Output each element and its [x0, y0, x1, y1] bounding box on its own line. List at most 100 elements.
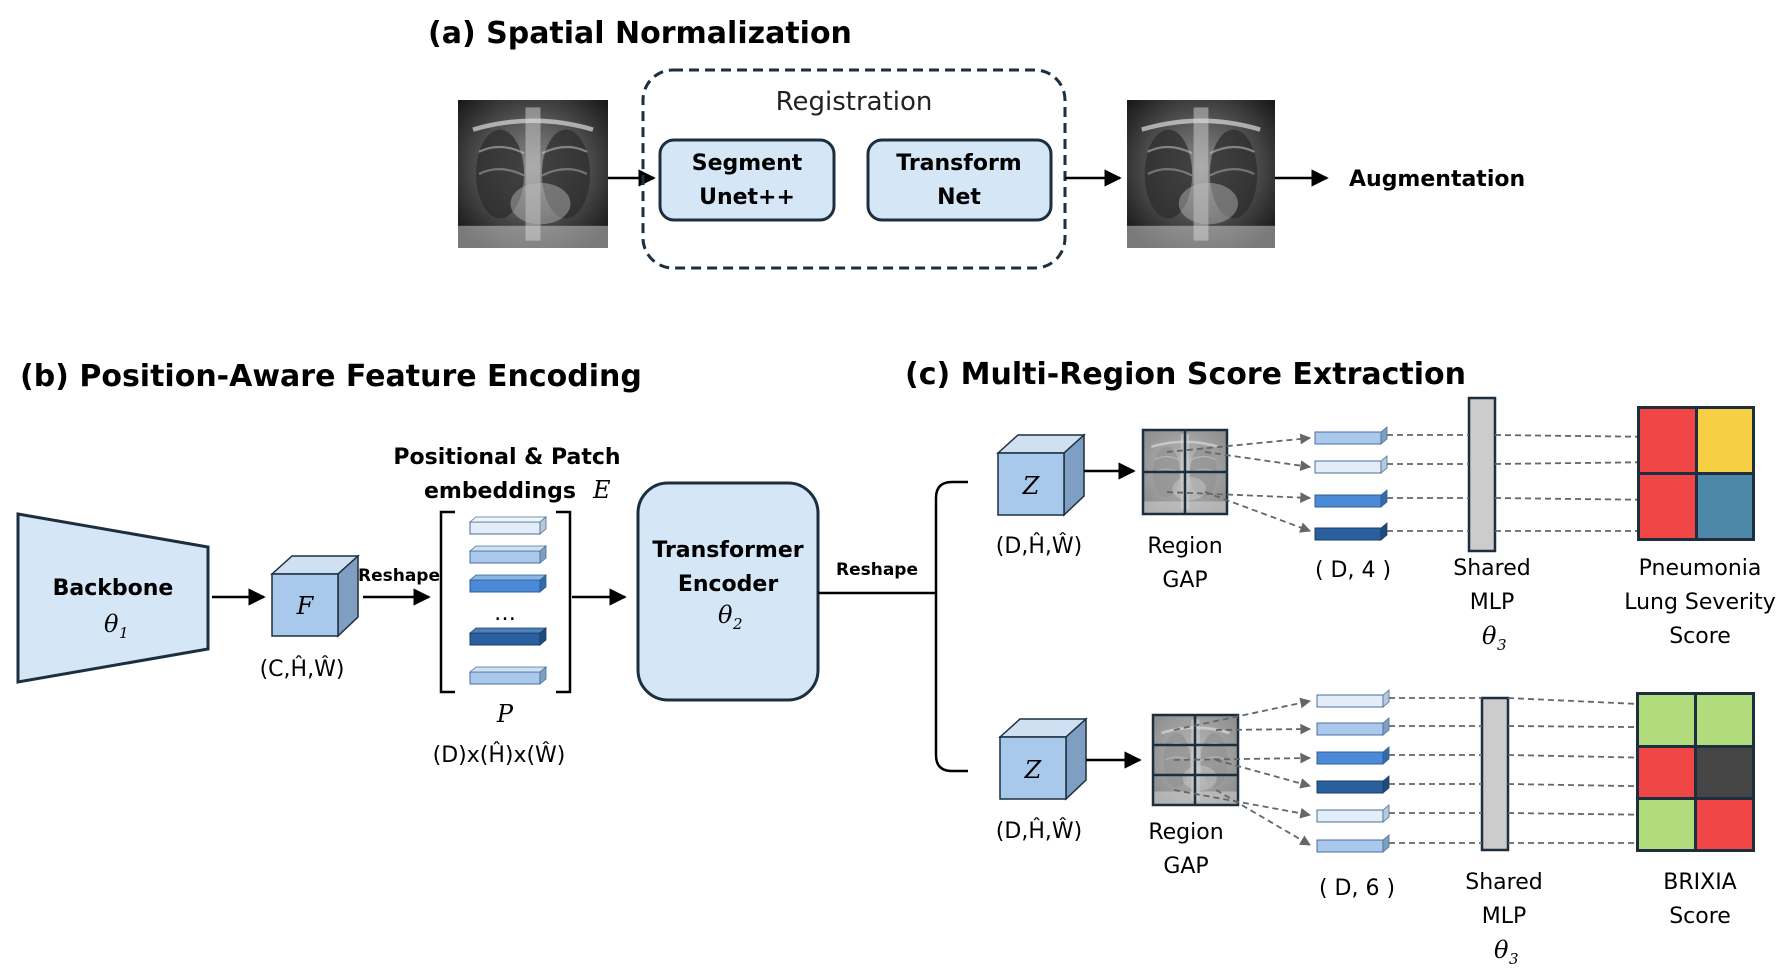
output-xray-image	[1127, 100, 1275, 248]
token-bracket	[439, 510, 572, 694]
section-a: (a) Spatial Normalization Registration S…	[428, 16, 1525, 270]
vector-bottom-1	[1316, 689, 1390, 708]
feature-cube: F	[270, 554, 360, 638]
embeddings-symbol: E	[592, 476, 611, 504]
vector-top-2	[1314, 455, 1388, 474]
token-ellipsis: …	[494, 601, 516, 626]
dims-top: ( D, 4 )	[1315, 558, 1391, 583]
augmentation-label: Augmentation	[1349, 167, 1525, 192]
shared-mlp-bottom	[1480, 696, 1510, 852]
vector-bottom-4	[1316, 775, 1390, 794]
reshape-label-b: Reshape	[358, 566, 440, 586]
score-top-line3: Score	[1669, 624, 1731, 649]
region-gap-top-line2: GAP	[1162, 568, 1207, 593]
token-blue	[468, 574, 548, 593]
brixia-cell-r2c2	[1697, 748, 1752, 797]
z-dims-top: (D,Ĥ,Ŵ)	[996, 533, 1082, 559]
dashed-vectors-to-score-bottom	[1389, 697, 1747, 849]
registration-label: Registration	[776, 87, 933, 117]
vector-bottom-3	[1316, 746, 1390, 765]
theta3-top-symbol: θ	[1482, 622, 1497, 650]
score-cell-bottom-right	[1698, 475, 1752, 538]
theta2-subscript: 2	[732, 615, 743, 633]
z-symbol-bottom: Z	[1024, 756, 1043, 784]
vector-top-3	[1314, 489, 1388, 508]
embeddings-title-line1: Positional & Patch	[393, 445, 620, 470]
transformer-label: Transformer	[652, 538, 803, 563]
theta3-bottom-subscript: 3	[1509, 950, 1519, 968]
score-top-line2: Lung Severity	[1624, 590, 1776, 615]
z-symbol-top: Z	[1022, 472, 1041, 500]
vector-bottom-6	[1316, 834, 1390, 853]
brixia-score-grid	[1636, 692, 1755, 852]
brixia-cell-r1c1	[1639, 695, 1694, 745]
input-xray-image	[458, 100, 608, 248]
vector-bottom-2	[1316, 717, 1390, 736]
region-gap-top-line1: Region	[1147, 534, 1222, 559]
token-mid	[468, 545, 548, 564]
score-cell-top-right	[1698, 409, 1752, 472]
section-b: (b) Position-Aware Feature Encoding Back…	[16, 359, 820, 768]
theta2-symbol: θ	[718, 601, 733, 629]
patch-symbol: P	[496, 700, 514, 728]
z-dims-bottom: (D,Ĥ,Ŵ)	[996, 818, 1082, 844]
region-gap-bottom-line1: Region	[1148, 820, 1223, 845]
brixia-cell-r3c2	[1697, 800, 1752, 849]
transformer-encoder-block: Transformer Encoder θ 2	[636, 481, 820, 702]
shared-mlp-top	[1467, 396, 1497, 553]
shared-mlp-bottom-line2: MLP	[1482, 904, 1527, 929]
section-c-title: (c) Multi-Region Score Extraction	[905, 357, 1466, 392]
encoder-label: Encoder	[678, 572, 779, 597]
theta3-top-subscript: 3	[1497, 636, 1507, 654]
section-c: (c) Multi-Region Score Extraction Reshap…	[818, 357, 1776, 968]
backbone-block: Backbone θ 1	[16, 512, 210, 684]
brixia-line1: BRIXIA	[1663, 870, 1736, 895]
feature-dims: (C,Ĥ,Ŵ)	[260, 656, 345, 682]
transform-net-box: Transform Net	[866, 138, 1053, 222]
shared-mlp-top-line2: MLP	[1470, 590, 1515, 615]
backbone-label: Backbone	[53, 576, 174, 601]
z-cube-bottom: Z	[998, 717, 1088, 801]
token-stack: …	[468, 516, 548, 685]
shared-mlp-top-line1: Shared	[1453, 556, 1530, 581]
registration-container	[641, 68, 1067, 270]
segment-unet-box: Segment Unet++	[658, 138, 836, 222]
dims-bottom: ( D, 6 )	[1319, 876, 1395, 901]
token-mid-last	[468, 666, 548, 685]
transform-label: Transform	[896, 151, 1022, 176]
theta3-bottom-symbol: θ	[1494, 936, 1509, 964]
dashed-grid-to-vectors-top	[1166, 433, 1312, 533]
section-a-title: (a) Spatial Normalization	[428, 16, 852, 51]
feature-symbol: F	[296, 592, 315, 620]
z-cube-top: Z	[996, 433, 1086, 517]
score-cell-top-left	[1640, 409, 1695, 472]
brixia-cell-r1c2	[1697, 695, 1752, 745]
section-b-title: (b) Position-Aware Feature Encoding	[20, 359, 642, 394]
segment-label: Segment	[692, 151, 803, 176]
dashed-vectors-to-score-top	[1387, 431, 1747, 537]
token-light	[468, 516, 548, 535]
dashed-grid-to-vectors-bottom	[1173, 697, 1312, 846]
brixia-cell-r3c1	[1639, 800, 1694, 849]
brixia-line2: Score	[1669, 904, 1731, 929]
brixia-cell-r2c1	[1639, 748, 1694, 797]
shared-mlp-bottom-line1: Shared	[1465, 870, 1542, 895]
vector-top-1	[1314, 426, 1388, 445]
net-label: Net	[937, 185, 981, 210]
reshape-label-c: Reshape	[836, 560, 918, 580]
vectors-top	[1314, 426, 1388, 541]
token-dark	[468, 627, 548, 646]
score-top-line1: Pneumonia	[1639, 556, 1762, 581]
theta1-subscript: 1	[119, 624, 129, 642]
vector-bottom-5	[1316, 804, 1390, 823]
region-gap-grid-top	[1141, 428, 1229, 516]
patch-dims: (D)x(Ĥ)x(Ŵ)	[433, 742, 566, 768]
theta1-symbol: θ	[104, 610, 119, 638]
branch-bracket	[934, 480, 968, 773]
pneumonia-score-grid	[1637, 406, 1755, 541]
score-cell-bottom-left	[1640, 475, 1695, 538]
vector-top-4	[1314, 522, 1388, 541]
region-gap-bottom-line2: GAP	[1163, 854, 1208, 879]
vectors-bottom	[1316, 689, 1390, 853]
